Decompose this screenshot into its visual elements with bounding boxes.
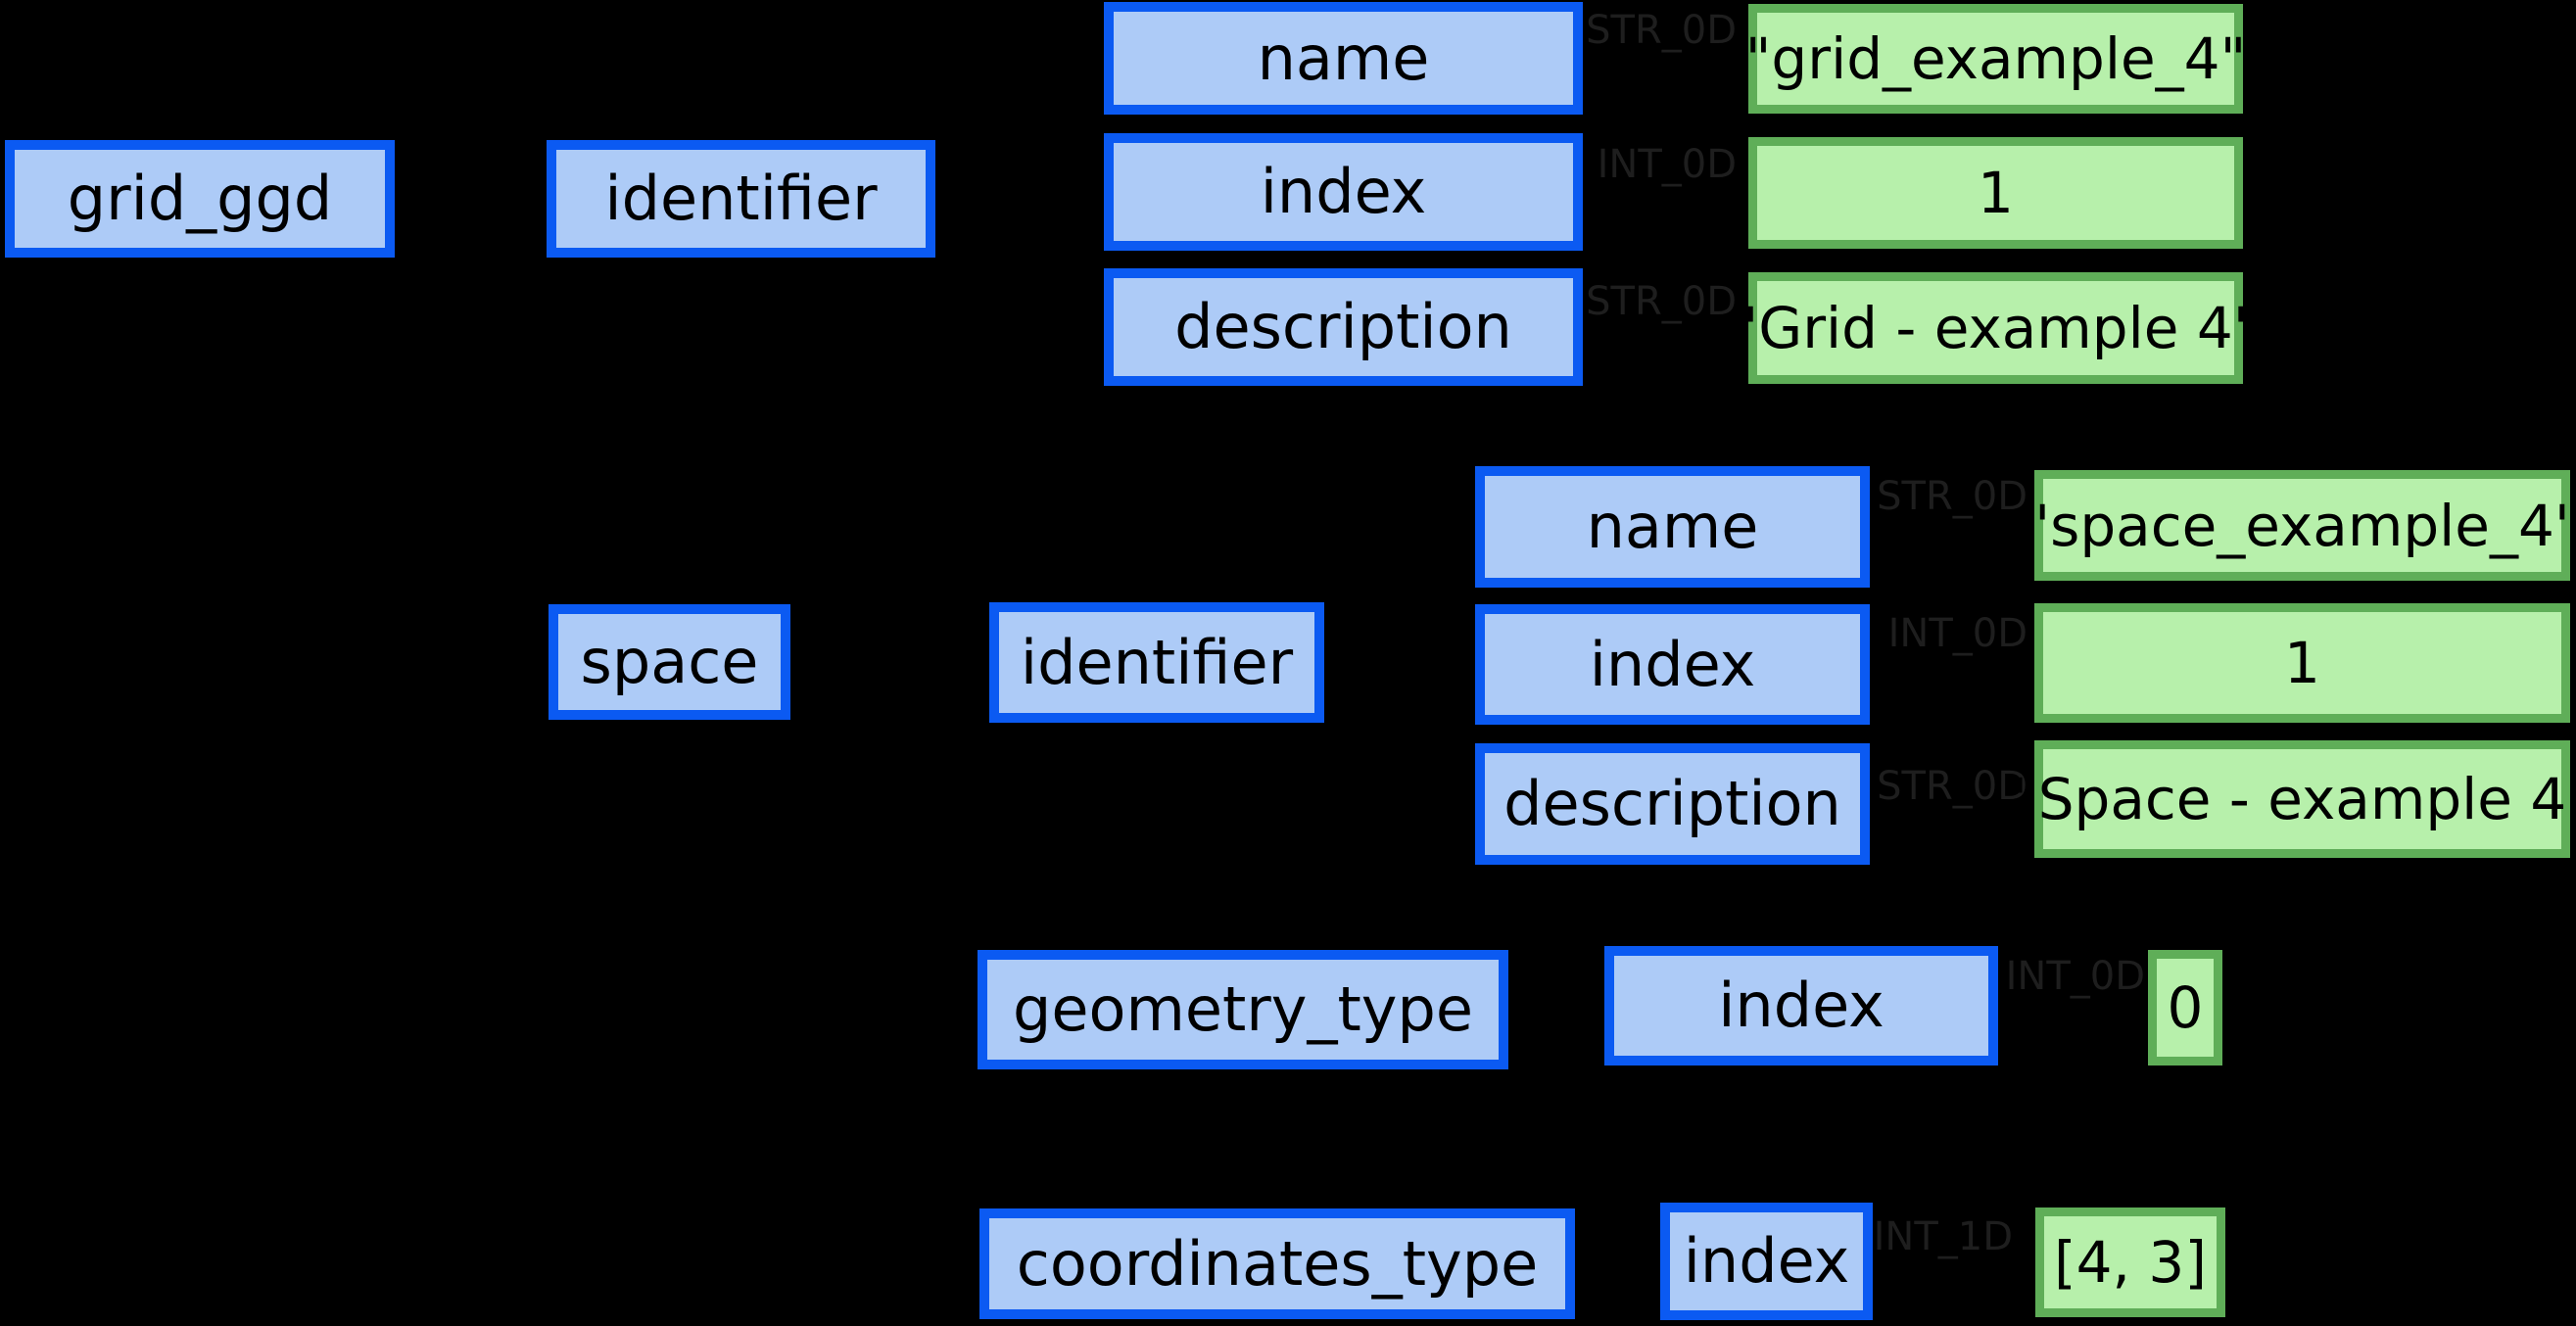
value-geometry-type-index: 0 [2148,950,2222,1066]
node-grid-ggd: grid_ggd [5,140,395,258]
edge-type-label-grid-name: STR_0D [1586,8,1737,53]
value-grid-description: "Grid - example 4" [1733,272,2259,384]
edge-type-label-geometry-index: INT_0D [2005,954,2145,999]
value-coordinates-type-index: [4, 3] [2035,1208,2225,1317]
node-space-identifier: identifier [989,602,1324,723]
value-grid-index: 1 [1748,137,2243,249]
edge-type-label-grid-description: STR_0D [1586,279,1737,324]
node-grid-identifier: identifier [547,140,935,258]
node-coordinates-type-index: index [1660,1203,1873,1320]
node-space-identifier-index: index [1475,604,1870,725]
edge-type-label-grid-index: INT_0D [1597,142,1737,187]
node-coordinates-type: coordinates_type [979,1208,1575,1319]
edge-type-label-space-index: INT_0D [1887,611,2027,656]
node-space: space [549,604,790,720]
node-geometry-type-index: index [1604,946,1998,1066]
edge-type-label-space-description: STR_0D [1877,764,2027,809]
node-geometry-type: geometry_type [978,950,1508,1069]
node-space-identifier-name: name [1475,466,1870,588]
value-space-description: "Space - example 4" [2012,740,2576,858]
node-grid-identifier-index: index [1104,133,1583,251]
node-grid-identifier-description: description [1104,268,1583,386]
node-space-identifier-description: description [1475,743,1870,865]
value-grid-name: "grid_example_4" [1745,4,2246,114]
value-space-index: 1 [2034,603,2570,723]
value-space-name: "space_example_4" [2024,470,2576,581]
edge-type-label-space-name: STR_0D [1877,474,2027,519]
node-grid-identifier-name: name [1104,2,1583,115]
edge-type-label-coordinates-index: INT_1D [1873,1214,2013,1259]
